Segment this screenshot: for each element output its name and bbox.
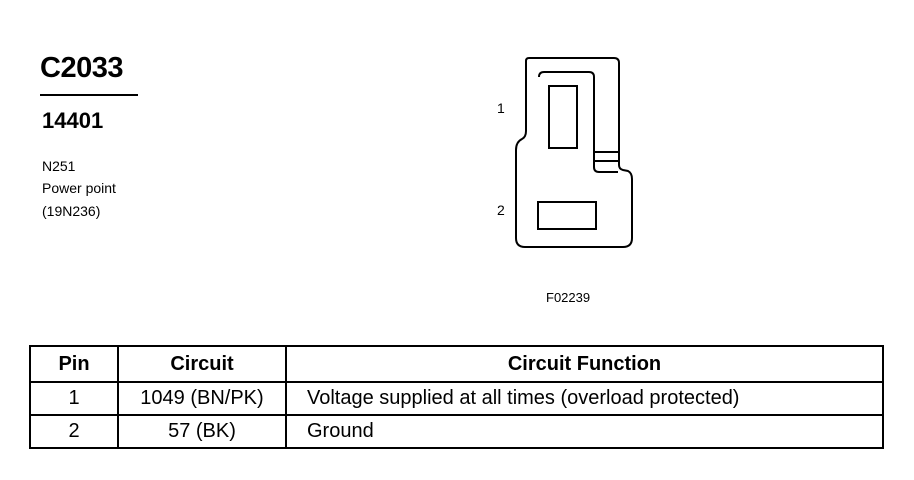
table-row: 2 57 (BK) Ground: [29, 414, 884, 449]
circuit-function-cell: Ground: [285, 414, 884, 449]
connector-face-diagram: [515, 57, 633, 248]
column-header-circuit-function: Circuit Function: [285, 345, 884, 383]
pin-2-terminal: [537, 201, 597, 230]
connector-id-underline: [40, 94, 138, 96]
circuit-cell: 57 (BK): [117, 414, 287, 449]
connector-outline: [515, 57, 633, 248]
part-number: 14401: [42, 108, 104, 133]
description-line: Power point: [42, 180, 116, 196]
pin-1-label: 1: [497, 100, 505, 116]
pin-2-label: 2: [497, 202, 505, 218]
circuit-cell: 1049 (BN/PK): [117, 381, 287, 416]
table-header-row: Pin Circuit Circuit Function: [29, 345, 884, 383]
table-row: 1 1049 (BN/PK) Voltage supplied at all t…: [29, 381, 884, 416]
description-line: N251: [42, 158, 76, 174]
pin-table: Pin Circuit Circuit Function 1 1049 (BN/…: [29, 345, 884, 449]
column-header-circuit: Circuit: [117, 345, 287, 383]
pin-cell: 2: [29, 414, 119, 449]
connector-inner-outline: [538, 71, 618, 173]
pin-cell: 1: [29, 381, 119, 416]
pin-1-terminal: [548, 85, 578, 149]
connector-id: C2033: [40, 52, 123, 84]
description-line: (19N236): [42, 203, 101, 219]
circuit-function-cell: Voltage supplied at all times (overload …: [285, 381, 884, 416]
column-header-pin: Pin: [29, 345, 119, 383]
figure-code: F02239: [546, 290, 591, 305]
